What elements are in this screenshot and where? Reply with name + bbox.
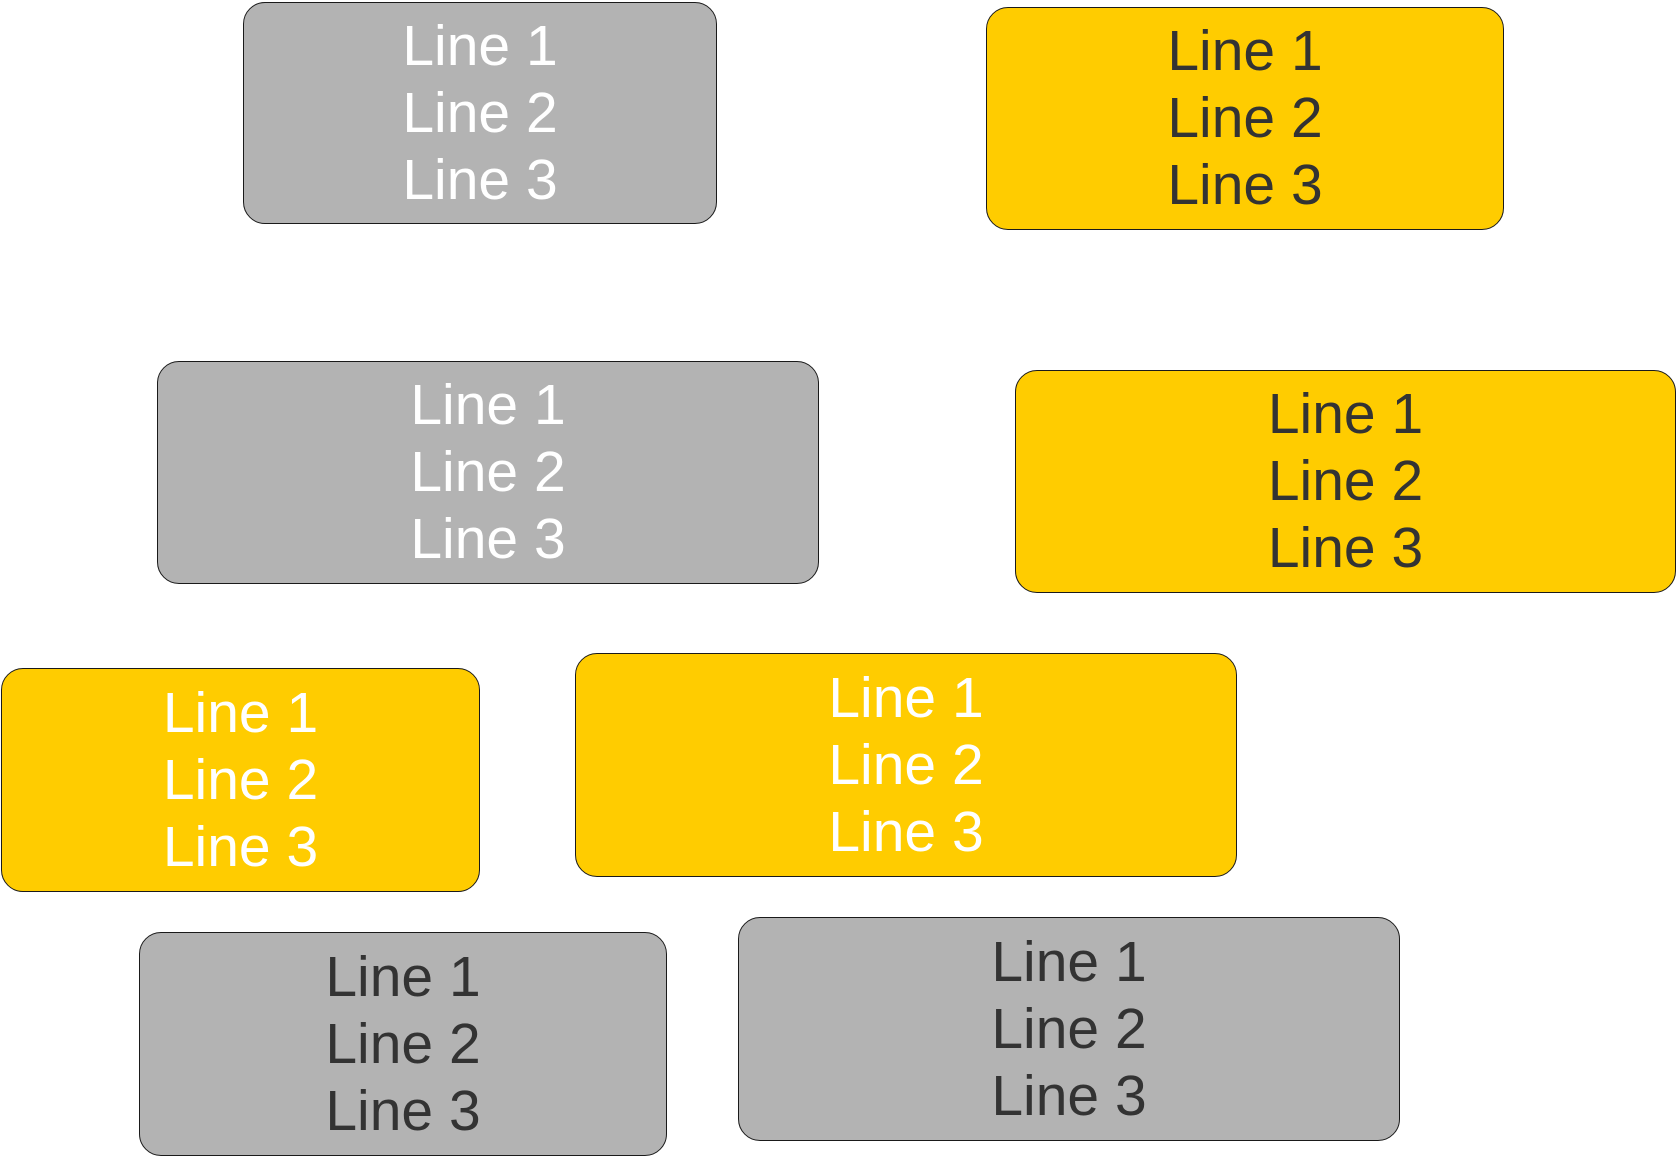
box-line-1: Line 1 [828, 665, 984, 730]
text-box-6: Line 1 Line 2 Line 3 [575, 653, 1237, 877]
box-line-2: Line 2 [991, 996, 1147, 1061]
box-line-1: Line 1 [162, 680, 319, 745]
box-line-2: Line 2 [1167, 86, 1323, 150]
box-line-3: Line 3 [1167, 153, 1323, 217]
box-line-2: Line 2 [410, 440, 566, 504]
text-box-2: Line 1 Line 2 Line 3 [986, 7, 1504, 230]
box-line-1: Line 1 [410, 373, 566, 437]
box-line-2: Line 2 [325, 1011, 481, 1076]
box-line-3: Line 3 [991, 1063, 1147, 1128]
text-box-5: Line 1 Line 2 Line 3 [1, 668, 480, 892]
box-line-3: Line 3 [410, 507, 566, 571]
box-line-2: Line 2 [828, 732, 984, 797]
box-line-3: Line 3 [828, 799, 984, 864]
text-box-4: Line 1 Line 2 Line 3 [1015, 370, 1676, 593]
text-box-8: Line 1 Line 2 Line 3 [738, 917, 1400, 1141]
box-line-1: Line 1 [1267, 382, 1424, 446]
box-line-2: Line 2 [162, 747, 319, 812]
box-line-1: Line 1 [1167, 19, 1323, 83]
text-box-3: Line 1 Line 2 Line 3 [157, 361, 819, 584]
box-line-1: Line 1 [991, 929, 1147, 994]
box-line-1: Line 1 [325, 944, 481, 1009]
box-line-3: Line 3 [162, 814, 319, 879]
text-box-1: Line 1 Line 2 Line 3 [243, 2, 717, 224]
box-line-2: Line 2 [1267, 449, 1424, 513]
box-line-3: Line 3 [402, 147, 558, 212]
box-line-1: Line 1 [402, 13, 558, 78]
box-line-2: Line 2 [402, 80, 558, 145]
box-line-3: Line 3 [1267, 516, 1424, 580]
box-line-3: Line 3 [325, 1078, 481, 1143]
text-box-7: Line 1 Line 2 Line 3 [139, 932, 667, 1156]
